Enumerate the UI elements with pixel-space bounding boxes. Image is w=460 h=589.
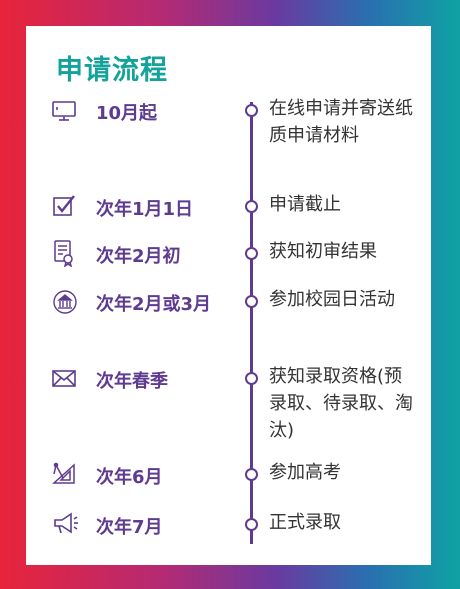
envelope-icon: [51, 366, 77, 392]
step-date: 次年6月: [96, 467, 163, 488]
timeline-dot: [245, 372, 258, 385]
timeline-dot: [245, 518, 258, 531]
timeline-dot: [245, 295, 258, 308]
checkbox-icon: [51, 193, 77, 219]
timeline-dot: [245, 200, 258, 213]
monitor-icon: [51, 98, 77, 124]
campus-icon: [51, 288, 77, 314]
step-date: 次年2月初: [96, 246, 181, 267]
certificate-icon: [51, 239, 77, 267]
megaphone-icon: [51, 511, 78, 537]
timeline-line: [250, 102, 253, 544]
step-date: 次年7月: [96, 517, 163, 538]
timeline-dot: [245, 104, 258, 117]
timeline-dot: [245, 247, 258, 260]
step-date: 10月起: [96, 103, 158, 124]
process-card: 申请流程 10月起 在线申请并寄送纸质申请材料 次年1月1日 申请截止: [26, 26, 431, 565]
step-date: 次年春季: [96, 371, 168, 392]
geometry-tools-icon: [51, 460, 77, 486]
timeline-dot: [245, 468, 258, 481]
step-desc: 在线申请并寄送纸质申请材料: [269, 98, 413, 146]
page-title: 申请流程: [56, 55, 168, 86]
step-date: 次年2月或3月: [96, 294, 212, 315]
step-desc: 参加校园日活动: [269, 289, 395, 310]
step-desc: 正式录取: [269, 512, 341, 533]
step-desc: 获知初审结果: [269, 241, 377, 262]
step-desc: 申请截止: [269, 194, 341, 215]
step-desc: 参加高考: [269, 462, 341, 483]
step-date: 次年1月1日: [96, 199, 194, 220]
step-desc: 获知录取资格(预录取、待录取、淘汰): [269, 366, 413, 441]
